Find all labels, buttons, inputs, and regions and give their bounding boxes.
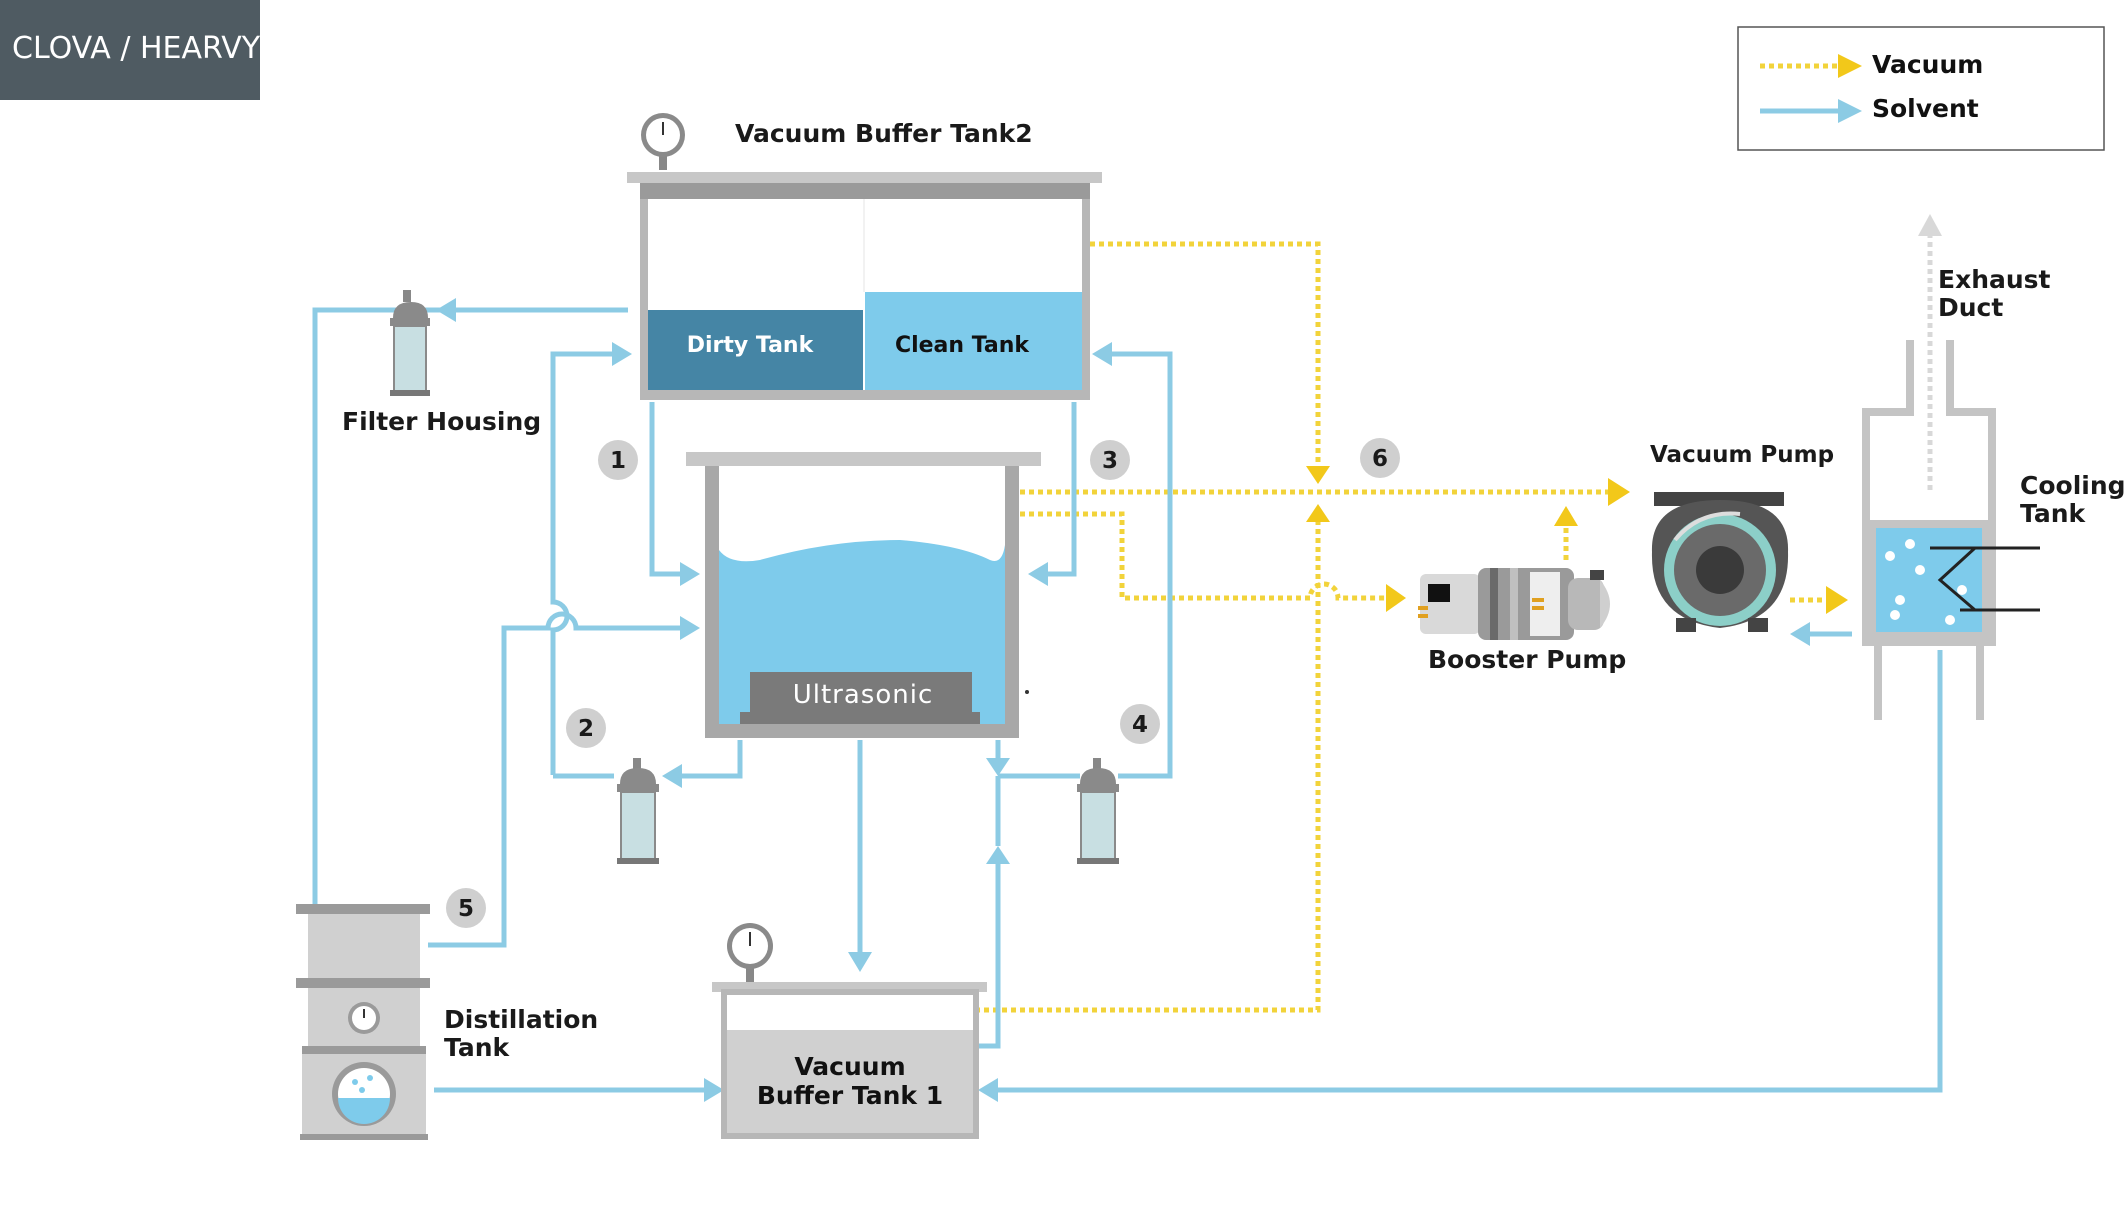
distillation-tank-label-2: Tank [444,1033,510,1062]
svg-text:1: 1 [610,448,626,474]
distillation-tank [296,904,430,1140]
vacuum-buffer-tank-1: Vacuum Buffer Tank 1 [712,923,987,1139]
step-5: 5 [446,888,486,928]
ultrasonic-tank: Ultrasonic [686,452,1041,738]
vacuum-buffer-tank1-label-1: Vacuum [794,1052,905,1081]
vacuum-buffer-tank-2: Dirty Tank Clean Tank [627,113,1102,400]
filter-housing-2 [617,758,659,864]
vacuum-pump-label: Vacuum Pump [1650,442,1834,468]
vacuum-pump [1651,492,1789,632]
vacuum-lines [975,241,1848,1013]
brand-badge: CLOVA / HEARVY [0,0,261,100]
booster-pump-label: Booster Pump [1428,645,1626,674]
step-3: 3 [1090,440,1130,480]
legend-vacuum-label: Vacuum [1872,50,1983,79]
dirty-tank-label: Dirty Tank [687,333,815,358]
brand-text: CLOVA / HEARVY [12,31,261,66]
solvent-lines [312,298,1943,1102]
cooling-tank-label-2: Tank [2020,499,2086,528]
filter-housing-top [390,290,430,396]
vacuum-buffer-tank1-label-2: Buffer Tank 1 [757,1081,943,1110]
exhaust-duct-label-1: Exhaust [1938,265,2051,294]
step-1: 1 [598,440,638,480]
distillation-tank-label-1: Distillation [444,1005,598,1034]
svg-text:3: 3 [1102,448,1118,474]
vacuum-buffer-tank2-label: Vacuum Buffer Tank2 [735,119,1033,148]
svg-text:6: 6 [1372,446,1388,472]
legend-solvent-label: Solvent [1872,94,1979,123]
svg-text:2: 2 [578,716,594,742]
ultrasonic-label: Ultrasonic [793,680,934,710]
step-6: 6 [1360,438,1400,478]
svg-text:4: 4 [1132,712,1148,738]
exhaust-duct-label-2: Duct [1938,293,2003,322]
booster-pump [1418,568,1610,640]
step-markers: 1 2 3 4 5 6 [446,438,1400,928]
filter-housing-4 [1077,758,1119,864]
clean-tank-label: Clean Tank [895,333,1030,358]
vacuum-arrow-icon [1838,54,1862,78]
step-4: 4 [1120,704,1160,744]
svg-text:5: 5 [458,896,474,922]
filter-housing-label: Filter Housing [342,407,541,436]
cooling-tank [1862,214,2040,720]
step-2: 2 [566,708,606,748]
legend: Vacuum Solvent [1737,26,2105,151]
solvent-arrow-icon [1838,99,1862,123]
cooling-tank-label-1: Cooling [2020,471,2126,500]
